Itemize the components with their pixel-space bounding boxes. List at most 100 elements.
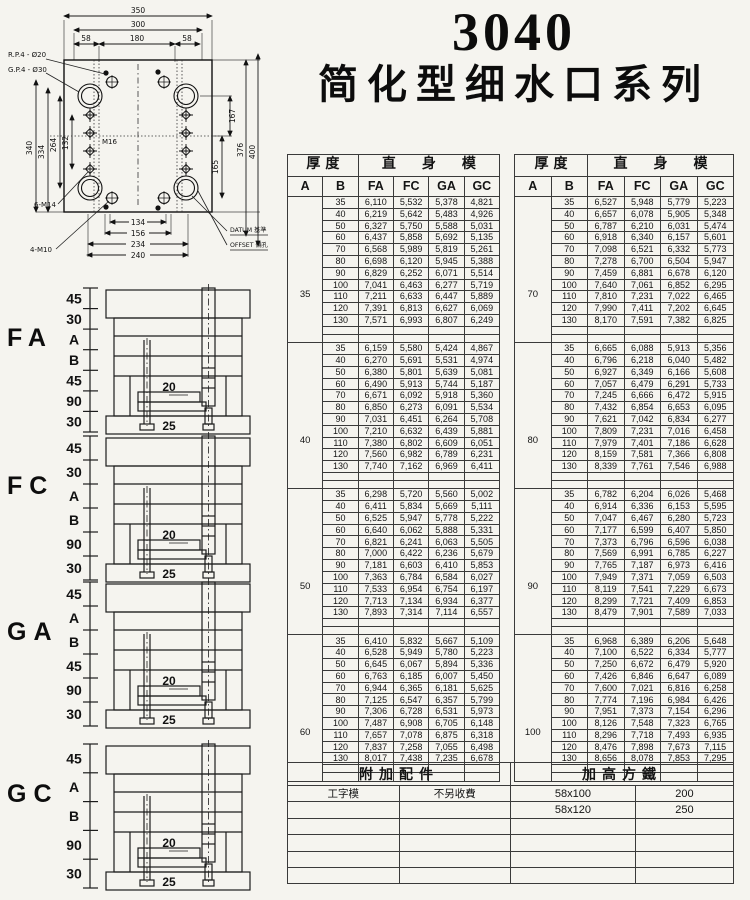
section-dim-label: 90 (66, 682, 82, 698)
price-fc: 5,948 (623, 196, 661, 209)
price-ga: 6,031 (660, 219, 698, 233)
price-fc: 6,881 (623, 266, 661, 280)
price-ga: 6,007 (428, 669, 465, 683)
price-fa: 6,298 (357, 488, 394, 502)
b-value: 80 (550, 693, 588, 707)
accessory-price: 250 (634, 801, 735, 819)
price-fc: 6,796 (623, 535, 661, 549)
price-fa: 6,528 (357, 646, 394, 660)
price-gc: 6,825 (696, 313, 734, 327)
price-fc: 6,463 (392, 278, 430, 292)
price-gc: 6,296 (696, 705, 734, 718)
dim-240: 240 (131, 251, 146, 260)
price-fa: 6,850 (357, 401, 394, 414)
b-value: 80 (322, 254, 359, 268)
price-fa: 7,951 (587, 705, 625, 718)
b-value: 100 (550, 424, 588, 438)
b-value: 130 (550, 460, 588, 473)
price-gc: 5,336 (463, 658, 501, 671)
inner-dim-25: 25 (162, 875, 176, 889)
price-ga: 6,627 (428, 302, 465, 315)
price-gc: 6,197 (463, 582, 501, 596)
b-value: 100 (322, 717, 359, 730)
price-fc: 6,241 (392, 535, 430, 549)
price-fa: 7,363 (357, 570, 394, 584)
b-value: 40 (550, 646, 588, 660)
price-gc: 5,920 (696, 658, 734, 671)
price-gc: 6,498 (463, 740, 501, 754)
price-fc: 6,204 (623, 488, 661, 502)
price-gc: 5,223 (463, 646, 501, 660)
b-value: 120 (550, 594, 588, 608)
price-ga: 6,071 (428, 266, 465, 280)
price-fc: 7,721 (623, 594, 661, 608)
price-fa: 7,600 (587, 681, 625, 695)
price-fc: 6,522 (623, 646, 661, 660)
price-ga: 7,366 (660, 448, 698, 462)
dim-334: 334 (37, 145, 46, 160)
dim-156: 156 (131, 229, 146, 238)
price-fa: 6,327 (357, 219, 394, 233)
price-ga: 6,969 (428, 460, 465, 473)
price-fa: 6,657 (587, 207, 625, 221)
price-fa: 7,031 (357, 412, 394, 426)
price-fc: 7,718 (623, 728, 661, 742)
price-fc: 6,336 (623, 500, 661, 513)
price-fc: 7,401 (623, 436, 661, 450)
price-fc: 7,591 (623, 313, 661, 327)
accessory-row: 58x120 250 (287, 801, 735, 819)
price-gc: 5,450 (463, 669, 501, 683)
thickness-a-value: 100 (514, 634, 552, 782)
b-value: 90 (550, 705, 588, 718)
price-fa: 6,640 (357, 523, 394, 537)
price-ga: 6,789 (428, 448, 465, 462)
b-value: 50 (550, 365, 588, 379)
accessory-size (510, 834, 636, 852)
price-ga: 7,016 (660, 424, 698, 438)
b-value: 50 (322, 365, 359, 379)
b-value: 50 (322, 658, 359, 671)
b-value: 40 (550, 500, 588, 513)
b-value: 100 (550, 717, 588, 730)
accessory-header-left: 附加配件 (287, 762, 511, 786)
price-fa: 8,159 (587, 448, 625, 462)
price-fa: 8,299 (587, 594, 625, 608)
price-ga: 6,291 (660, 377, 698, 391)
price-ga: 7,186 (660, 436, 698, 450)
b-value: 80 (322, 547, 359, 561)
price-fc: 6,273 (392, 401, 430, 414)
price-gc: 6,295 (696, 278, 734, 292)
price-ga: 6,678 (660, 266, 698, 280)
b-value: 90 (322, 705, 359, 718)
price-ga: 7,055 (428, 740, 465, 754)
price-ga: 6,410 (428, 559, 465, 572)
price-gc: 6,377 (463, 594, 501, 608)
accessory-row (287, 817, 735, 836)
price-fa: 7,041 (357, 278, 394, 292)
b-value: 50 (322, 511, 359, 525)
b-value: 110 (550, 582, 588, 596)
price-gc: 6,808 (696, 448, 734, 462)
plate-drawing-svg: 350 300 58 180 58 340 334 264 132 167 16… (8, 6, 268, 260)
col-header-ga: GA (660, 176, 698, 197)
price-ga: 6,852 (660, 278, 698, 292)
thickness-header: 厚度 (287, 154, 359, 177)
price-fc: 7,761 (623, 460, 661, 473)
price-gc: 5,468 (696, 488, 734, 502)
price-gc: 5,081 (463, 365, 501, 379)
